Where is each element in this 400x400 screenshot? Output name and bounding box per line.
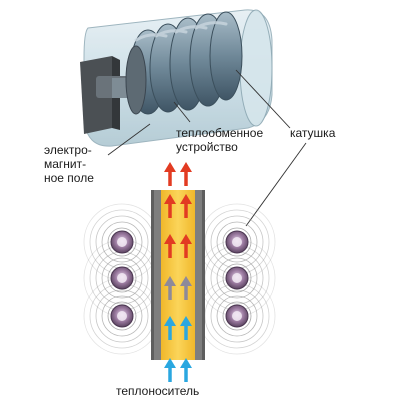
field-ring <box>216 295 258 337</box>
leader-field <box>107 123 151 156</box>
arrow-outlet-head <box>164 162 176 172</box>
field-ring <box>222 227 252 257</box>
field-ring <box>101 295 143 337</box>
arrow-outlet-head <box>180 162 192 172</box>
label-electromagnetic-field: электро- магнит- ное поле <box>44 143 94 185</box>
coil-section-core <box>232 237 242 247</box>
leader-lines <box>107 69 307 227</box>
field-ring <box>101 221 143 263</box>
field-ring <box>222 263 252 293</box>
arrow-hot-head <box>180 194 192 204</box>
end-plate <box>125 45 147 115</box>
arrow-warm-head <box>164 276 176 286</box>
arrow-cold-head <box>180 316 192 326</box>
coil-section-core <box>232 273 242 283</box>
arrow-inlet-head <box>164 358 176 368</box>
coil-section-core <box>232 311 242 321</box>
arrow-hot-head <box>164 234 176 244</box>
field-ring <box>101 257 143 299</box>
arrow-warm-head <box>180 276 192 286</box>
arrow-inlet-head <box>180 358 192 368</box>
field-ring <box>216 257 258 299</box>
leader-coil-top <box>235 69 291 129</box>
leader-heat-exchanger <box>173 101 191 123</box>
field-ring <box>210 289 264 343</box>
field-ring <box>107 263 137 293</box>
field-ring <box>107 227 137 257</box>
coil-section-core <box>117 237 127 247</box>
field-ring <box>216 221 258 263</box>
label-coil: катушка <box>290 126 336 140</box>
field-ring <box>222 301 252 331</box>
arrow-hot-head <box>180 234 192 244</box>
field-ring <box>95 289 149 343</box>
heater-unit-illustration <box>80 9 273 147</box>
field-ring <box>107 301 137 331</box>
coil-cross-sections <box>110 230 249 328</box>
arrow-cold-head <box>164 316 176 326</box>
arrow-hot-head <box>164 194 176 204</box>
leader-coil-bottom <box>245 142 307 227</box>
coil-section-core <box>117 273 127 283</box>
label-heat-exchanger: теплообменное устройство <box>176 126 264 154</box>
coil-section-core <box>117 311 127 321</box>
flow-arrows <box>164 162 192 382</box>
label-coolant: теплоноситель <box>116 384 200 398</box>
heat-exchanger-tube <box>151 190 205 360</box>
